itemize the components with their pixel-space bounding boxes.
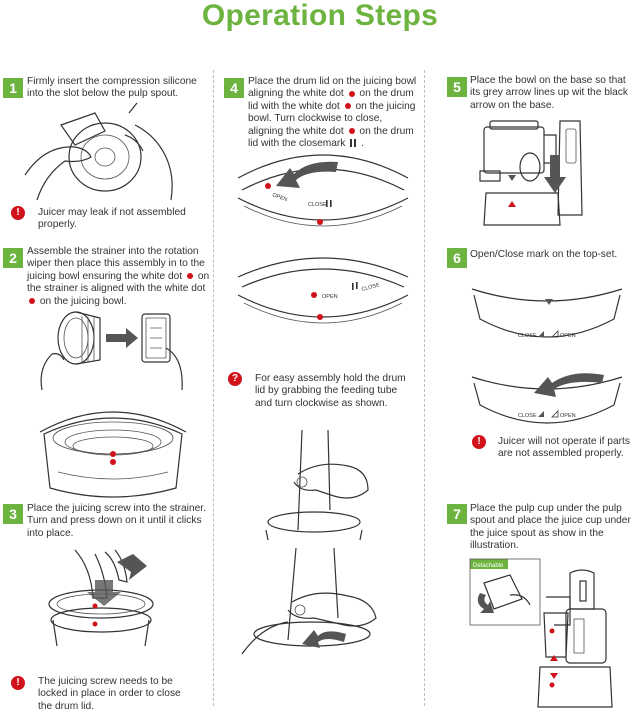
red-dot-icon [348,90,355,97]
detachable-label: Detachable [473,563,504,569]
closemark-icon [350,139,357,148]
step-6-illustration-1: CLOSE OPEN [471,288,623,339]
step-5-badge: 5 [447,77,467,97]
step-4-hand-illustration-2 [241,547,377,655]
column-divider-1 [213,70,214,706]
step-4-text: Place the drum lid on the juicing bowl a… [248,76,418,150]
open-label: OPEN [560,413,576,419]
step-3-badge: 3 [3,504,23,524]
close-label: CLOSE [518,413,537,419]
step-7-text: Place the pulp cup under the pulp spout … [470,503,631,552]
open-label: OPEN [322,294,338,300]
red-dot-icon [348,127,355,134]
step-4-badge: 4 [224,78,244,98]
step-4-hand-illustration-1 [265,429,369,541]
step-7-illustration: Detachable [469,558,613,708]
screw-note: The juicing screw needs to be locked in … [38,676,181,712]
step-2-text: Assemble the strainer into the rotation … [27,246,210,308]
step-4-text-d: on the drum lid with the closemark [248,125,414,150]
step-4-text-b: on the drum lid with the white dot [248,88,414,112]
open-label: OPEN [271,192,288,203]
column-divider-2 [424,70,425,706]
page-title: Operation Steps [201,0,439,32]
step-4-text-e: . [361,138,364,150]
step-2-badge: 2 [3,248,23,268]
step-6-badge: 6 [447,248,467,268]
step-4-text-a: Place the drum lid on the juicing bowl a… [248,76,417,100]
red-dot-icon [29,297,35,304]
step-6-illustration-2: CLOSE OPEN [471,373,623,424]
step-7-badge: 7 [447,504,467,524]
warning-icon: ! [472,435,486,449]
open-label: OPEN [560,333,576,339]
step-1-badge: 1 [3,78,23,98]
question-icon: ? [228,372,242,386]
step-2-strainer-illustration [40,311,183,391]
step-6-text: Open/Close mark on the top-set. [470,249,618,260]
step-1-text: Firmly insert the compression silicone i… [27,76,197,100]
step-2-text-a: Assemble the strainer into the rotation … [27,246,205,282]
leak-note: Juicer may leak if not assembled properl… [38,207,186,231]
easy-assembly-note: For easy assembly hold the drum lid by g… [255,373,406,409]
step-2-text-b: on the strainer is aligned with the whit… [27,270,210,295]
step-3-text: Place the juicing screw into the straine… [27,503,206,539]
step-4-lid-illustration-2: OPEN CLOSE [237,257,409,324]
step-5-text: Place the bowl on the base so that its g… [470,75,628,111]
red-dot-icon [187,273,194,280]
warning-icon: ! [11,206,25,220]
close-label: CLOSE [361,282,381,293]
step-4-text-c: on the juicing bowl. Turn clockwise to c… [248,100,416,137]
close-label: CLOSE [308,202,327,208]
red-dot-icon [344,103,351,110]
step-2-bowl-illustration [39,411,187,498]
step-4-lid-illustration-1: OPEN CLOSE [237,154,409,227]
step-2-text-c: on the juicing bowl. [39,295,127,307]
step-5-illustration [479,120,583,226]
step-3-illustration [48,549,154,647]
not-operate-note: Juicer will not operate if parts are not… [498,436,630,460]
warning-icon: ! [11,676,25,690]
step-1-illustration [24,102,173,201]
close-label: CLOSE [518,333,537,339]
